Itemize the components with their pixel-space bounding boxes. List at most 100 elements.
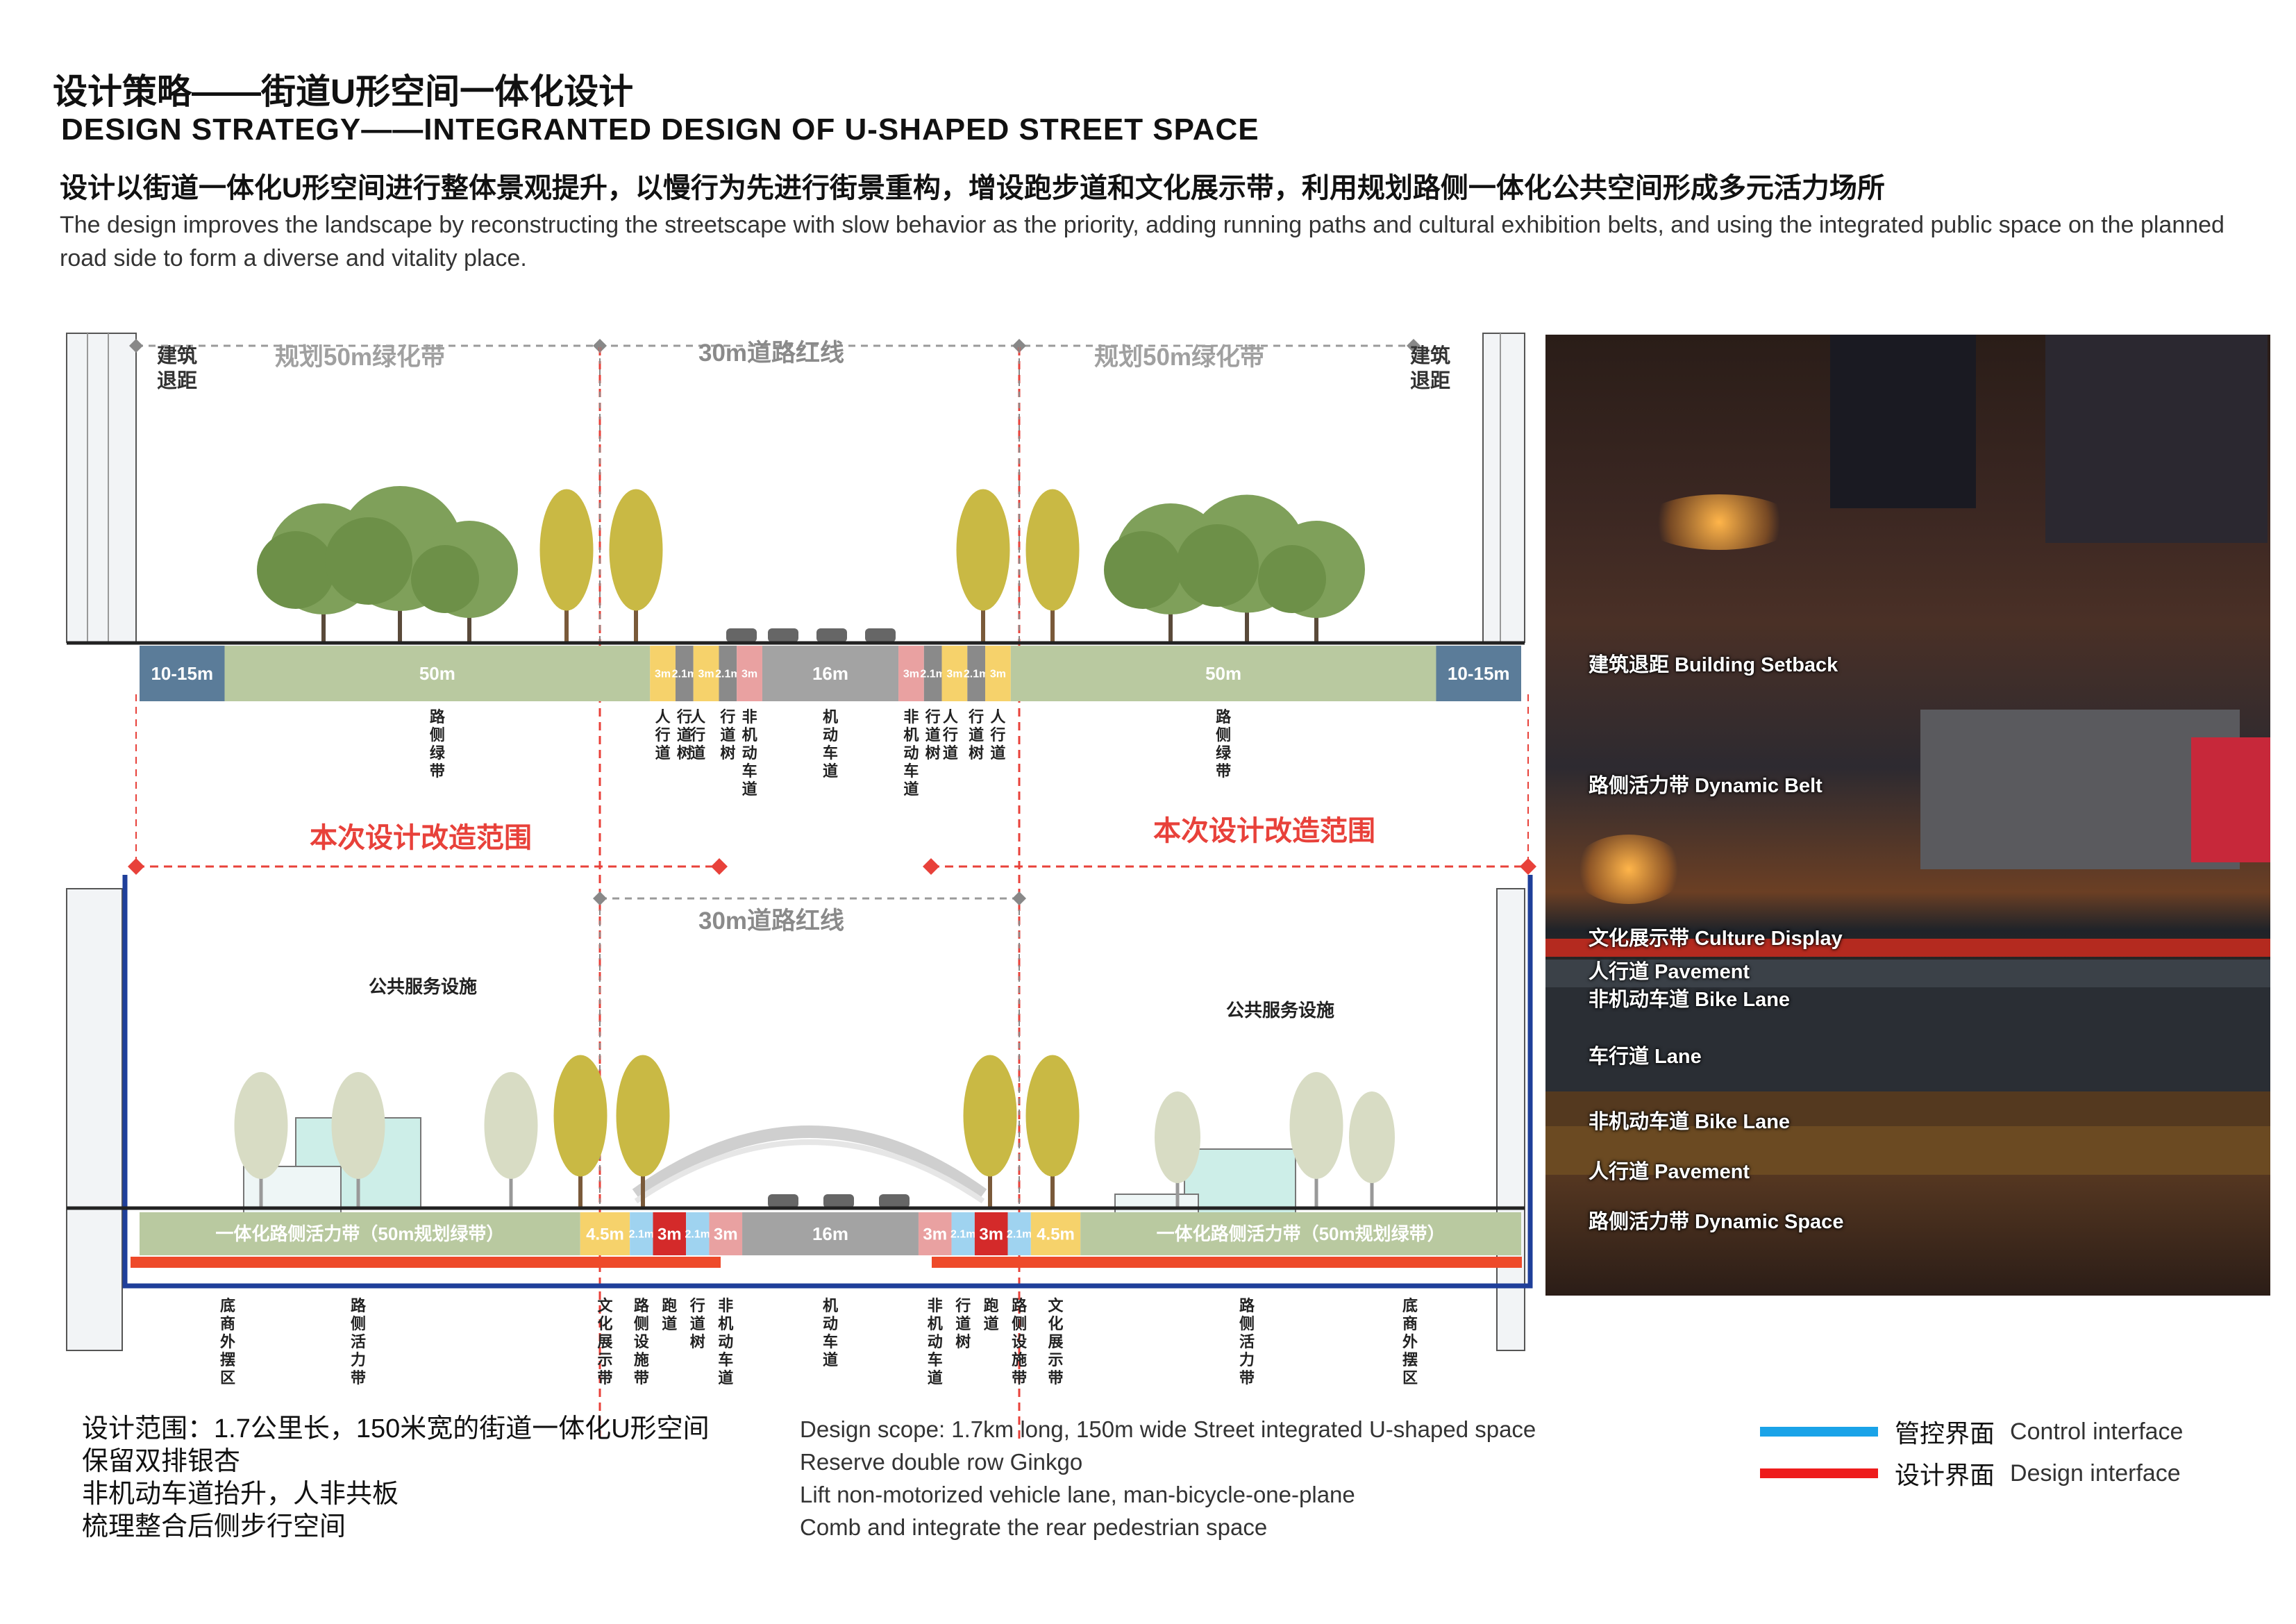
bot-band [951,1212,975,1255]
green-belt-label-right: 规划50m绿化带 [1094,344,1264,371]
bot-band-label: 3m [714,1225,738,1244]
bot-vlabel: 路侧设施带 [634,1297,650,1387]
bot-band [630,1212,653,1255]
setback-label-left: 建筑退距 [157,344,197,392]
ginkgo-tree [539,489,594,611]
notes-en: Design scope: 1.7km long, 150m wide Stre… [800,1413,1536,1543]
red-line-label: 30m道路红线 [698,340,844,367]
pale-tree [1349,1091,1395,1183]
photo-label-pavement-2: 人行道 Pavement [1589,1161,1750,1183]
pale-tree [484,1072,538,1179]
legend-swatch-control [1760,1427,1878,1437]
car [879,1194,910,1208]
ginkgo-tree [963,1055,1017,1177]
photo-label-lane: 车行道 Lane [1589,1046,1702,1068]
note-en: Comb and integrate the rear pedestrian s… [800,1514,1268,1540]
legend-design-cn: 设计界面 [1895,1461,1995,1489]
top-band-label: 2.1m [920,669,945,680]
photo-label-dynamic-space: 路侧活力带 Dynamic Space [1589,1211,1844,1233]
bot-band-label: 3m [657,1225,682,1244]
note-cn: 保留双排银杏 [82,1447,241,1476]
bot-vlabel: 文化展示带 [597,1297,613,1387]
bot-band [974,1212,1008,1255]
top-vlabel: 行道树 [968,708,984,762]
bottom-cross-section: 30m道路红线 公共服务设施 公共服务设施 一体化路侧活力带（50m规划绿带）4… [66,847,1533,1403]
top-band [675,646,694,701]
top-vlabel: 行道树 [719,708,735,762]
bot-band [580,1212,630,1255]
bot-band [686,1212,710,1255]
bot-band-label: 3m [979,1225,1003,1244]
facility-label-right: 公共服务设施 [1226,1000,1334,1021]
bot-vlabel: 路侧活力带 [1239,1297,1255,1387]
top-vertical-labels: 路侧绿带人行道行道树人行道行道树非机动车道机动车道非机动车道行道树人行道行道树人… [430,708,1232,798]
top-cross-section: 建筑退距 建筑退距 规划50m绿化带 规划50m绿化带 30m道路红线 10-1… [66,333,1536,1444]
top-band [140,646,225,701]
top-band-label: 3m [990,669,1006,680]
top-vlabel: 行道树 [676,708,692,762]
top-vlabel: 路侧绿带 [1216,708,1232,780]
scope-label-left: 本次设计改造范围 [310,823,532,853]
top-band-label: 50m [419,663,455,684]
bot-band [1080,1212,1521,1255]
photo-label-bike-lane: 非机动车道 Bike Lane [1589,989,1791,1011]
top-vlabel: 人行道 [989,708,1005,762]
red-line-label-bottom: 30m道路红线 [698,907,844,935]
bridge-arc [632,1125,987,1200]
bot-band-label: 2.1m [1007,1229,1032,1241]
subtitle-cn: 设计以街道一体化U形空间进行整体景观提升，以慢行为先进行街景重构，增设跑步道和文… [60,173,1885,203]
plaza [1920,710,2240,869]
tower-block [1830,335,1976,508]
top-band-label: 3m [741,669,757,680]
aerial-photo: 建筑退距 Building Setback 路侧活力带 Dynamic Belt… [1545,335,2270,1296]
legend-control-cn: 管控界面 [1895,1419,1995,1448]
car [865,628,896,642]
bot-band-label: 3m [923,1225,947,1244]
top-band-label: 2.1m [672,669,697,680]
top-section-svg: 建筑退距 建筑退距 规划50m绿化带 规划50m绿化带 30m道路红线 10-1… [66,333,1536,1444]
pale-tree [234,1072,288,1179]
photo-label-culture: 文化展示带 Culture Display [1589,928,1843,950]
top-vlabel: 非机动车道 [903,708,919,798]
legend-design-en: Design interface [2010,1459,2181,1487]
top-vlabel: 人行道 [655,708,671,762]
right-building [1482,333,1525,643]
subtitle-en: The design improves the landscape by rec… [60,212,2224,271]
right-building [1496,888,1525,1351]
car [816,628,847,642]
bot-band-label: 4.5m [1037,1225,1075,1244]
facility-label-left: 公共服务设施 [369,976,477,997]
bottom-trees [234,1055,1395,1208]
bot-vlabel: 行道树 [689,1297,705,1350]
top-band [898,646,924,701]
bot-band [653,1212,687,1255]
top-band-label: 16m [812,663,848,684]
legend-control: 管控界面 Control interface [1760,1411,2183,1453]
top-vlabel: 人行道 [689,708,705,762]
pale-tree [1155,1091,1200,1183]
top-vlabel: 行道树 [925,708,941,762]
pale-tree [1289,1072,1343,1179]
bot-vlabel: 非机动车道 [928,1297,943,1387]
ginkgo-tree [609,489,663,611]
top-band [762,646,899,701]
ginkgo-tree [553,1055,607,1177]
top-band [737,646,762,701]
green-belt-label-left: 规划50m绿化带 [275,344,445,371]
bot-vlabel: 底商外摆区 [220,1297,235,1387]
guide-diamond [129,339,143,353]
ginkgo-tree [616,1055,670,1177]
u-frame [122,875,1533,1289]
top-band [941,646,968,701]
top-band-label: 10-15m [151,663,213,684]
note-cn: 梳理整合后侧步行空间 [82,1512,346,1541]
car [768,628,798,642]
top-band-label: 3m [903,669,919,680]
legend: 管控界面 Control interface 设计界面 Design inter… [1760,1411,2183,1494]
bot-band [140,1212,580,1255]
bot-band-label: 4.5m [586,1225,624,1244]
bot-band [918,1212,952,1255]
bot-vlabel: 路侧活力带 [351,1297,367,1387]
